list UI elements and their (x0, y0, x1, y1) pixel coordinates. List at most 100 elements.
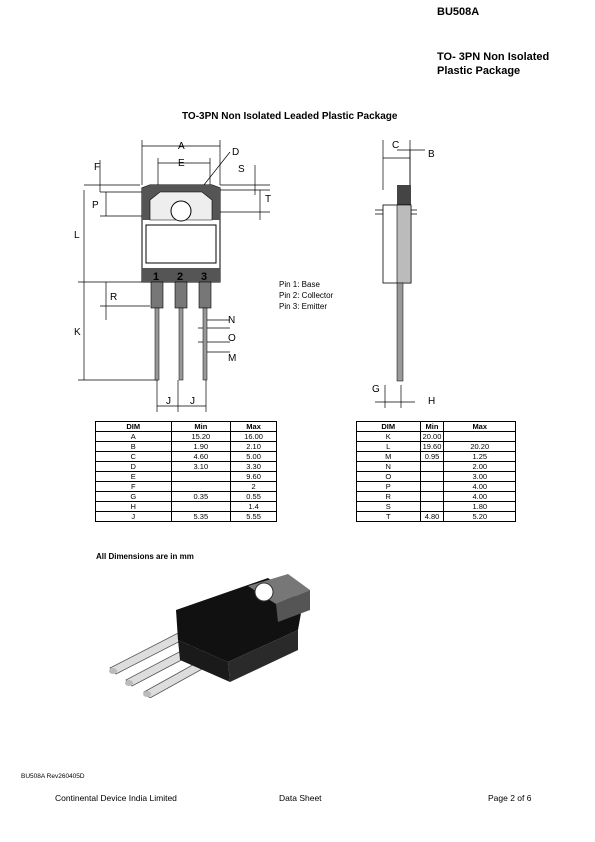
table-cell: 20.00 (419, 431, 445, 442)
table-cell (419, 501, 445, 512)
table-cell (419, 461, 445, 472)
table-cell (170, 481, 232, 492)
table-row: P 4.00 (356, 481, 516, 492)
table-cell (170, 501, 232, 512)
table-cell: 2.00 (443, 461, 516, 472)
table-row: R 4.00 (356, 491, 516, 502)
dim-label-b: B (428, 149, 435, 160)
dim-label-n: N (228, 315, 235, 326)
table-cell (419, 471, 445, 482)
table-cell: 0.55 (230, 491, 277, 502)
dim-label-m: M (228, 353, 236, 364)
table-cell: P (356, 481, 421, 492)
table-cell: 1.25 (443, 451, 516, 462)
front-view-drawing: A E D F S P T L R K N O M J J 1 2 3 (74, 140, 271, 412)
table-cell: 1.90 (170, 441, 232, 452)
pin-label-emitter: Pin 3: Emitter (279, 302, 328, 311)
table-cell: 19.60 (419, 441, 445, 452)
table-cell: 15.20 (170, 431, 232, 442)
table-cell: 9.60 (230, 471, 277, 482)
table-cell: M (356, 451, 421, 462)
table-cell: B (95, 441, 172, 452)
table-cell: O (356, 471, 421, 482)
dim-label-a: A (178, 141, 185, 152)
table-cell (170, 471, 232, 482)
footer-doc-type: Data Sheet (279, 793, 322, 803)
table-cell: 5.00 (230, 451, 277, 462)
column-header: Max (443, 421, 516, 432)
package-title-line2: Plastic Package (437, 65, 521, 77)
table-cell: 1.4 (230, 501, 277, 512)
column-header: Min (170, 421, 232, 432)
dim-label-r: R (110, 292, 117, 303)
dim-label-o: O (228, 333, 236, 344)
package-title: TO- 3PN Non Isolated Plastic Package (437, 50, 549, 78)
table-cell: 4.00 (443, 481, 516, 492)
table-cell: C (95, 451, 172, 462)
footer-company: Continental Device India Limited (55, 793, 177, 803)
dim-label-l: L (74, 230, 80, 241)
dim-label-e: E (178, 158, 185, 169)
part-number: BU508A (437, 6, 480, 18)
table-cell: 4.00 (443, 491, 516, 502)
table-cell: R (356, 491, 421, 502)
table-cell: A (95, 431, 172, 442)
table-cell: F (95, 481, 172, 492)
table-cell (443, 431, 516, 442)
table-cell (419, 491, 445, 502)
table-header-row: DIM Min Max (95, 421, 277, 432)
table-row: N 2.00 (356, 461, 516, 472)
dim-label-g: G (372, 384, 380, 395)
dim-label-d: D (232, 147, 239, 158)
pin-number-2: 2 (177, 271, 183, 283)
drawing-title: TO-3PN Non Isolated Leaded Plastic Packa… (182, 111, 398, 122)
dimensions-note: All Dimensions are in mm (96, 552, 194, 561)
dim-label-k: K (74, 327, 81, 338)
table-cell: 4.80 (419, 511, 445, 522)
table-cell: N (356, 461, 421, 472)
table-cell: 20.20 (443, 441, 516, 452)
column-header: Max (230, 421, 277, 432)
pin-number-3: 3 (201, 271, 207, 283)
table-cell: T (356, 511, 421, 522)
dim-label-t: T (265, 194, 271, 205)
table-row: H 1.4 (95, 501, 277, 512)
table-cell: 5.20 (443, 511, 516, 522)
table-cell: 0.95 (419, 451, 445, 462)
table-cell: H (95, 501, 172, 512)
pin-label-collector: Pin 2: Collector (279, 291, 334, 300)
table-cell: 0.35 (170, 491, 232, 502)
dim-label-j1: J (166, 396, 171, 407)
table-cell: 5.35 (170, 511, 232, 522)
dim-label-j2: J (190, 396, 195, 407)
footer-page-number: Page 2 of 6 (488, 793, 532, 803)
table-cell: 16.00 (230, 431, 277, 442)
dim-label-h: H (428, 396, 435, 407)
pin-number-1: 1 (153, 271, 159, 283)
table-cell: 2 (230, 481, 277, 492)
table-cell: 1.80 (443, 501, 516, 512)
pin-legend: Pin 1: Base Pin 2: Collector Pin 3: Emit… (279, 279, 333, 312)
package-3d-illustration (109, 574, 310, 698)
dim-label-c: C (392, 140, 399, 151)
table-cell: 5.55 (230, 511, 277, 522)
table-cell: 4.60 (170, 451, 232, 462)
table-cell: 3.10 (170, 461, 232, 472)
table-cell: E (95, 471, 172, 482)
table-cell: K (356, 431, 421, 442)
column-header: DIM (95, 421, 172, 432)
table-cell: J (95, 511, 172, 522)
